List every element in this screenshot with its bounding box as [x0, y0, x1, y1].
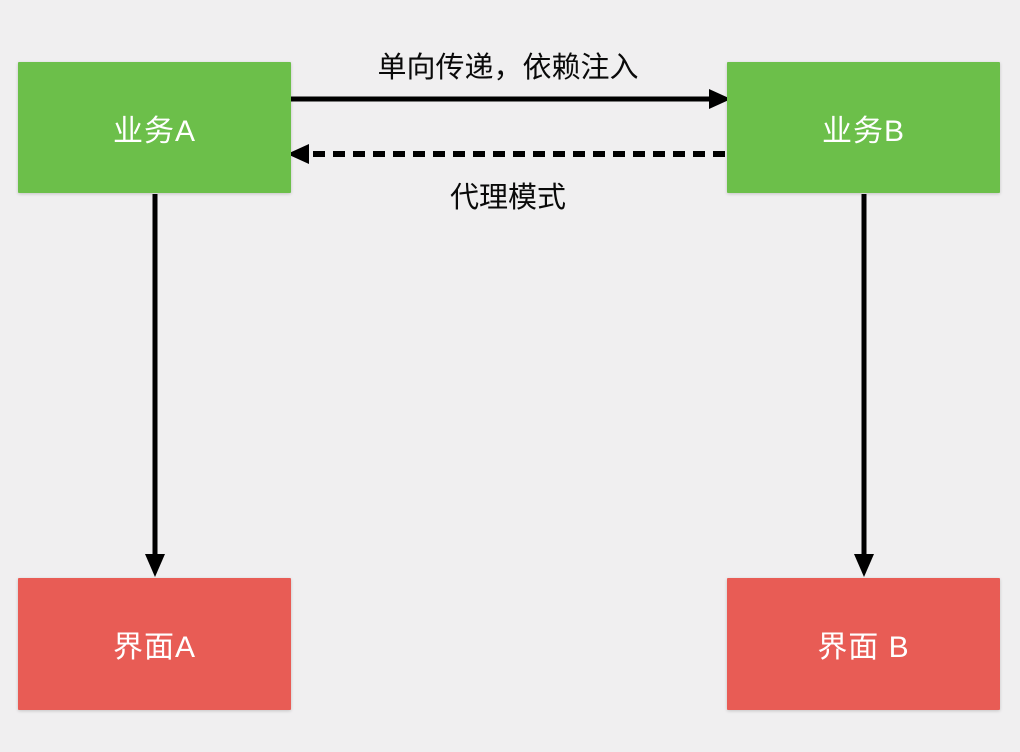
node-business-a-label: 业务A — [112, 114, 196, 148]
arrow-proxy-pattern — [287, 144, 725, 164]
node-business-b-label: 业务B — [821, 114, 905, 148]
arrow-business-a-to-interface-a — [145, 194, 165, 577]
node-business-b: 业务B — [727, 62, 1000, 193]
edge-label-dependency-injection: 单向传递，依赖注入 — [377, 52, 639, 84]
node-interface-a: 界面A — [18, 578, 291, 710]
edge-label-proxy-pattern: 代理模式 — [449, 182, 566, 214]
arrow-business-b-to-interface-b — [854, 194, 874, 577]
arrow-down-head-a-icon — [145, 554, 165, 577]
node-interface-b-label: 界面 B — [817, 631, 910, 664]
node-interface-a-label: 界面A — [112, 631, 196, 664]
arrow-dependency-injection — [290, 89, 731, 109]
arrow-down-head-b-icon — [854, 554, 874, 577]
node-interface-b: 界面 B — [727, 578, 1000, 710]
node-business-a: 业务A — [18, 62, 291, 193]
